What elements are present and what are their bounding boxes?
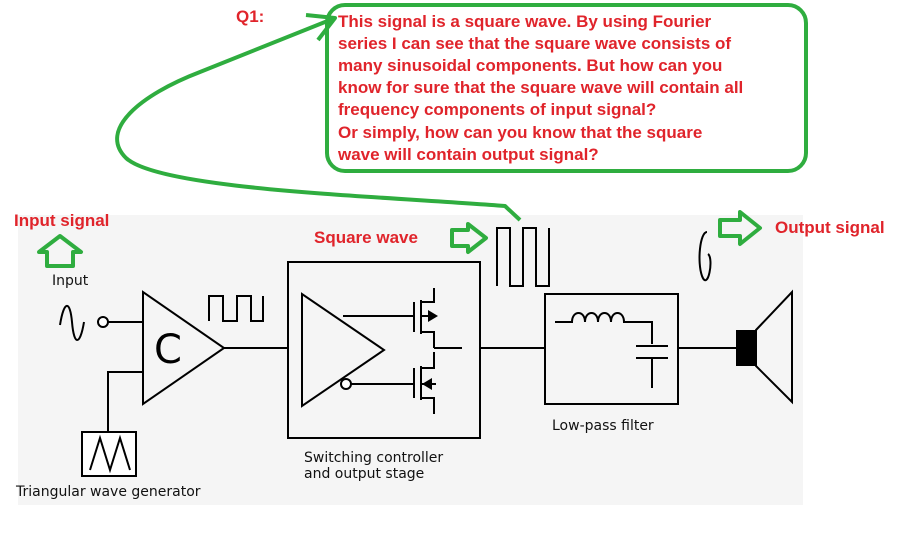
- output-sine-wave: [698, 231, 712, 281]
- low-pass-filter-label: Low-pass filter: [552, 418, 654, 434]
- inductor-icon: [555, 312, 653, 344]
- diagram-background: [18, 215, 803, 505]
- question-line: This signal is a square wave. By using F…: [338, 12, 712, 31]
- speaker-magnet: [736, 330, 756, 366]
- input-terminal: [97, 316, 109, 328]
- inverter-bubble: [340, 378, 352, 390]
- triangular-generator-label: Triangular wave generator: [15, 484, 201, 500]
- input-sine-wave: [59, 304, 85, 341]
- switching-stage-box: [287, 261, 481, 439]
- speaker-cone: [755, 289, 793, 405]
- question-box: [325, 3, 808, 173]
- upper-mosfet: [413, 288, 438, 348]
- generator-wire: [107, 371, 143, 432]
- question-tag: Q1:: [236, 7, 264, 26]
- input-signal-label: Input signal: [14, 211, 109, 230]
- connector-curve: [115, 16, 522, 222]
- triangular-wave-icon: [89, 434, 131, 474]
- square-wave-label: Square wave: [314, 228, 418, 247]
- input-up-arrow: [37, 234, 83, 268]
- comparator-symbol: C: [154, 327, 182, 373]
- gate-driver-triangle: [301, 292, 386, 408]
- pwm-square-wave-icon: [208, 295, 264, 322]
- question-line: series I can see that the square wave co…: [338, 34, 731, 53]
- output-arrow: [718, 210, 762, 246]
- comparator-triangle: [142, 290, 226, 406]
- switching-label-line1: Switching controller: [304, 450, 443, 466]
- switching-label-line2: and output stage: [304, 466, 424, 482]
- question-text: This signal is a square wave. By using F…: [337, 12, 743, 164]
- question-line: know for sure that the square wave will …: [338, 78, 743, 97]
- output-signal-label: Output signal: [775, 218, 885, 237]
- question-line: Or simply, how can you know that the squ…: [338, 123, 702, 142]
- question-line: many sinusoidal components. But how can …: [338, 56, 722, 75]
- question-line: frequency components of input signal?: [338, 100, 656, 119]
- output-square-wave-icon: [496, 227, 550, 287]
- connector-arrowhead: [305, 13, 337, 42]
- square-wave-arrow: [450, 222, 488, 254]
- input-label: Input: [52, 273, 89, 289]
- lower-mosfet: [413, 352, 436, 414]
- question-line: wave will contain output signal?: [337, 145, 599, 164]
